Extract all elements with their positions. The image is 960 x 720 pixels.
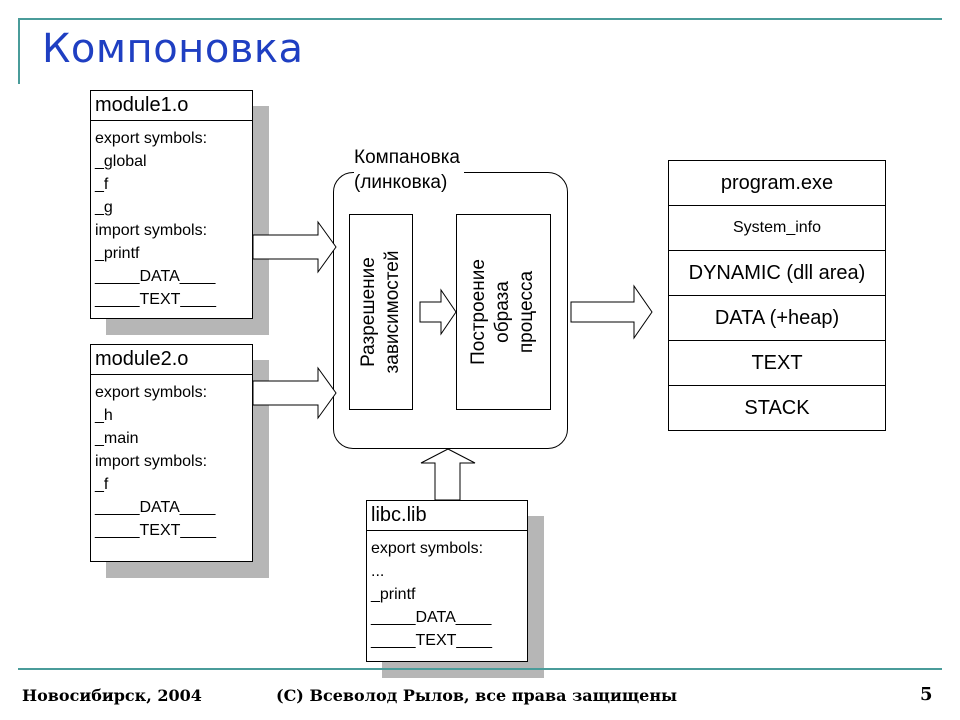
arrow-libc-to-linker [420,448,476,501]
segment-header: program.exe [669,161,885,206]
segment-system-info: System_info [669,206,885,251]
module1-line: export symbols: [95,130,208,147]
linker-title-line1: Компановка [354,147,461,168]
module2-line: export symbols: [95,384,208,401]
top-rule [18,18,942,20]
slide-title: Компоновка [42,26,304,72]
module2-box: module2.o export symbols: _h _main impor… [90,344,253,562]
arrow-module1-to-linker [252,220,337,274]
segment-data: DATA (+heap) [669,296,885,341]
libc-line: _printf [371,586,416,603]
arrow-linker-to-image [570,284,653,340]
libc-line: export symbols: [371,540,484,557]
libc-symbols: export symbols: ... _printf _____DATA___… [367,531,527,652]
footer-copyright: (С) Всеволод Рылов, все права защищены [276,686,678,705]
page-number: 5 [920,684,933,705]
module1-line: _g [95,199,113,216]
linker-title: Компановка (линковка) [354,145,465,195]
module1-line: _f [95,176,109,193]
module2-line: import symbols: [95,453,208,470]
segment-text: TEXT [669,341,885,386]
stage-resolve-box [349,214,413,410]
segment-dynamic: DYNAMIC (dll area) [669,251,885,296]
module1-line: _____TEXT____ [95,291,216,308]
module2-line: _h [95,407,113,424]
arrow-module2-to-linker [252,366,337,420]
libc-line: _____DATA____ [371,609,492,626]
module2-line: _____DATA____ [95,499,216,516]
module1-line: _printf [95,245,140,262]
module2-symbols: export symbols: _h _main import symbols:… [91,375,252,542]
footer-city-year: Новосибирск, 2004 [22,686,202,705]
module2-line: _f [95,476,109,493]
libc-box: libc.lib export symbols: ... _printf ___… [366,500,528,662]
module1-line: _global [95,153,147,170]
segment-stack: STACK [669,386,885,431]
module1-line: import symbols: [95,222,208,239]
bottom-rule [18,668,942,670]
module1-line: _____DATA____ [95,268,216,285]
module2-line: _____TEXT____ [95,522,216,539]
arrow-resolve-to-build [419,288,457,336]
linker-title-line2: (линковка) [354,172,448,193]
libc-title: libc.lib [367,501,527,531]
libc-line: ... [371,563,385,580]
left-rule [18,18,20,84]
module1-title: module1.o [91,91,252,121]
module2-line: _main [95,430,139,447]
module2-title: module2.o [91,345,252,375]
module1-box: module1.o export symbols: _global _f _g … [90,90,253,319]
program-image: program.exe System_info DYNAMIC (dll are… [668,160,886,431]
module1-symbols: export symbols: _global _f _g import sym… [91,121,252,311]
libc-line: _____TEXT____ [371,632,492,649]
